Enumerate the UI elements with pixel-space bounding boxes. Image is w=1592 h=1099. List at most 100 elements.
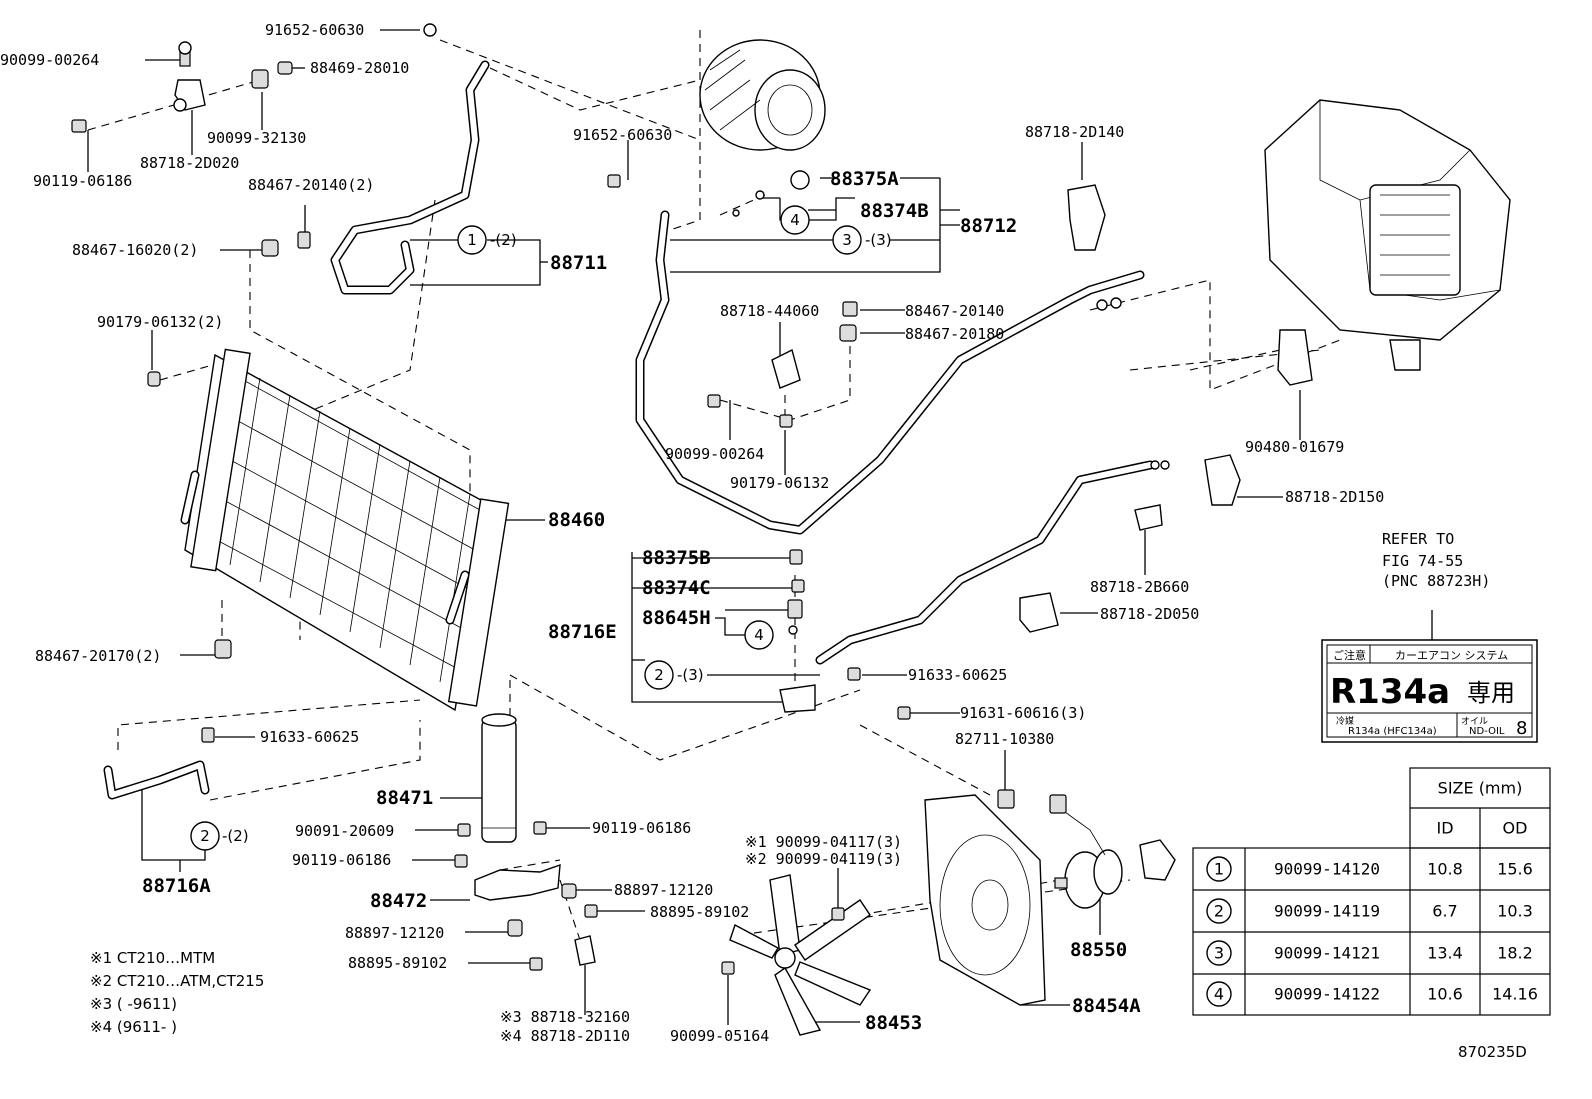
label-90099-05164: 90099-05164 bbox=[670, 1027, 769, 1045]
label-88895-89102-a: 88895-89102 bbox=[650, 903, 749, 921]
table-row-id: 10.8 bbox=[1427, 860, 1463, 879]
table-row-od: 15.6 bbox=[1497, 860, 1533, 879]
fan-shroud-88454A bbox=[924, 789, 1046, 1006]
footnotes: ※1 CT210…MTM ※2 CT210…ATM,CT215 ※3 ( -96… bbox=[90, 949, 264, 1036]
label-88897-12120-a: 88897-12120 bbox=[614, 881, 713, 899]
label-card-refrigerant: R134a bbox=[1330, 672, 1450, 712]
table-row: 3 90099-14121 13.4 18.2 bbox=[1206, 940, 1533, 966]
motor-88550 bbox=[1049, 794, 1176, 909]
label-circle2-qty-e: -(3) bbox=[677, 666, 704, 684]
footnote-3: ※3 ( -9611) bbox=[90, 995, 177, 1013]
label-90099-00264-b: 90099-00264 bbox=[665, 445, 764, 463]
table-row-no: 4 bbox=[1214, 985, 1224, 1004]
label-card-caution: ご注意 bbox=[1333, 648, 1366, 662]
label-88467-20140-2: 88467-20140(2) bbox=[248, 176, 374, 194]
label-88718-44060: 88718-44060 bbox=[720, 302, 819, 320]
table-row-part: 90099-14120 bbox=[1274, 860, 1380, 879]
label-88718-2B660: 88718-2B660 bbox=[1090, 578, 1189, 596]
label-91633-60625-b: 91633-60625 bbox=[260, 728, 359, 746]
hose-number-circles: 1 4 3 4 2 2 bbox=[190, 205, 862, 851]
circle-1-88711 bbox=[457, 225, 487, 255]
label-82711-10380: 82711-10380 bbox=[955, 730, 1054, 748]
label-91652-60630-b: 91652-60630 bbox=[573, 126, 672, 144]
label-88467-20140: 88467-20140 bbox=[905, 302, 1004, 320]
label-91652-60630-a: 91652-60630 bbox=[265, 21, 364, 39]
table-row-id: 6.7 bbox=[1432, 902, 1457, 921]
clamps-middle bbox=[707, 301, 858, 428]
circle-4-88712-num: 4 bbox=[790, 211, 800, 229]
label-88467-20180: 88467-20180 bbox=[905, 325, 1004, 343]
table-row-id: 13.4 bbox=[1427, 944, 1463, 963]
table-row-no: 1 bbox=[1214, 860, 1224, 879]
hose-88712 bbox=[635, 210, 1145, 535]
label-88718-2D150: 88718-2D150 bbox=[1285, 488, 1384, 506]
label-88718-2D140: 88718-2D140 bbox=[1025, 123, 1124, 141]
circle-4-88716E bbox=[744, 620, 774, 650]
label-90099-32130: 90099-32130 bbox=[207, 129, 306, 147]
label-card-oil-small: オイル bbox=[1461, 716, 1488, 727]
circle-3-88712 bbox=[832, 225, 862, 255]
label-circle2-qty-a: -(2) bbox=[222, 827, 249, 845]
circle-2-88716A bbox=[190, 821, 220, 851]
label-91633-60625-a: 91633-60625 bbox=[908, 666, 1007, 684]
label-88716E: 88716E bbox=[548, 621, 617, 643]
refer-line-3: (PNC 88723H) bbox=[1382, 572, 1490, 590]
receiver-bracket bbox=[454, 821, 598, 971]
label-88453: 88453 bbox=[865, 1012, 922, 1034]
label-88471: 88471 bbox=[376, 787, 433, 809]
label-card-system: カーエアコン システム bbox=[1395, 649, 1508, 662]
part-labels: 90099-00264 91652-60630 88469-28010 9009… bbox=[0, 21, 1384, 1045]
label-90119-06186-c: 90119-06186 bbox=[292, 851, 391, 869]
size-table: SIZE (mm) ID OD 1 90099-14120 10.8 15.6 … bbox=[1192, 767, 1551, 1016]
label-88469-28010: 88469-28010 bbox=[310, 59, 409, 77]
label-90119-06186-a: 90119-06186 bbox=[33, 172, 132, 190]
label-91631-60616-3: 91631-60616(3) bbox=[960, 704, 1086, 722]
tube-88716A bbox=[103, 727, 215, 800]
table-row-part: 90099-14119 bbox=[1274, 902, 1380, 921]
label-88718-32160: ※3 88718-32160 bbox=[500, 1008, 630, 1026]
circle-3-88712-num: 3 bbox=[842, 231, 852, 249]
label-88718-2D110: ※4 88718-2D110 bbox=[500, 1027, 630, 1045]
size-table-col-od: OD bbox=[1503, 819, 1528, 838]
table-row-od: 18.2 bbox=[1497, 944, 1533, 963]
label-90179-06132-2: 90179-06132(2) bbox=[97, 313, 223, 331]
table-row-id: 10.6 bbox=[1427, 985, 1463, 1004]
label-90099-04117: ※1 90099-04117(3) bbox=[745, 833, 902, 851]
label-88467-16020-2: 88467-16020(2) bbox=[72, 241, 198, 259]
table-row-part: 90099-14121 bbox=[1274, 944, 1380, 963]
table-row-od: 10.3 bbox=[1497, 902, 1533, 921]
label-88895-89102-b: 88895-89102 bbox=[348, 954, 447, 972]
label-card-oil-name: ND-OIL bbox=[1469, 726, 1505, 737]
circle-4-88716E-num: 4 bbox=[754, 626, 764, 644]
label-circle1-qty: -(2) bbox=[490, 231, 517, 249]
label-88897-12120-b: 88897-12120 bbox=[345, 924, 444, 942]
refer-line-2: FIG 74-55 bbox=[1382, 552, 1463, 570]
label-88467-20170-2: 88467-20170(2) bbox=[35, 647, 161, 665]
refrigerant-label-card: ご注意 カーエアコン システム R134a 専用 冷媒 R134a (HFC13… bbox=[1321, 639, 1538, 743]
refer-line-1: REFER TO bbox=[1382, 530, 1454, 548]
circle-2-88716E-num: 2 bbox=[654, 666, 664, 684]
table-row-no: 2 bbox=[1214, 902, 1224, 921]
circle-4-88712 bbox=[780, 205, 810, 235]
circle-1-88711-num: 1 bbox=[467, 231, 477, 249]
label-card-oil-no: 8 bbox=[1516, 718, 1527, 739]
label-88550: 88550 bbox=[1070, 939, 1127, 961]
label-card-ref-name: R134a (HFC134a) bbox=[1348, 726, 1437, 737]
label-card-exclusive: 専用 bbox=[1467, 679, 1515, 707]
label-88718-2D050: 88718-2D050 bbox=[1100, 605, 1199, 623]
label-90480-01679: 90480-01679 bbox=[1245, 438, 1344, 456]
label-88472: 88472 bbox=[370, 890, 427, 912]
circle-2-88716E bbox=[644, 660, 674, 690]
table-row: 4 90099-14122 10.6 14.16 bbox=[1206, 981, 1538, 1007]
compressor bbox=[607, 39, 826, 217]
size-table-col-id: ID bbox=[1436, 819, 1453, 838]
clamps-right-middle bbox=[897, 504, 1163, 720]
label-88375A: 88375A bbox=[830, 168, 899, 190]
label-88375B: 88375B bbox=[642, 547, 711, 569]
footnote-1: ※1 CT210…MTM bbox=[90, 949, 215, 967]
table-row: 2 90099-14119 6.7 10.3 bbox=[1206, 898, 1533, 924]
label-88460: 88460 bbox=[548, 509, 605, 531]
label-88645H: 88645H bbox=[642, 607, 711, 629]
figure-id: 870235D bbox=[1458, 1043, 1527, 1061]
